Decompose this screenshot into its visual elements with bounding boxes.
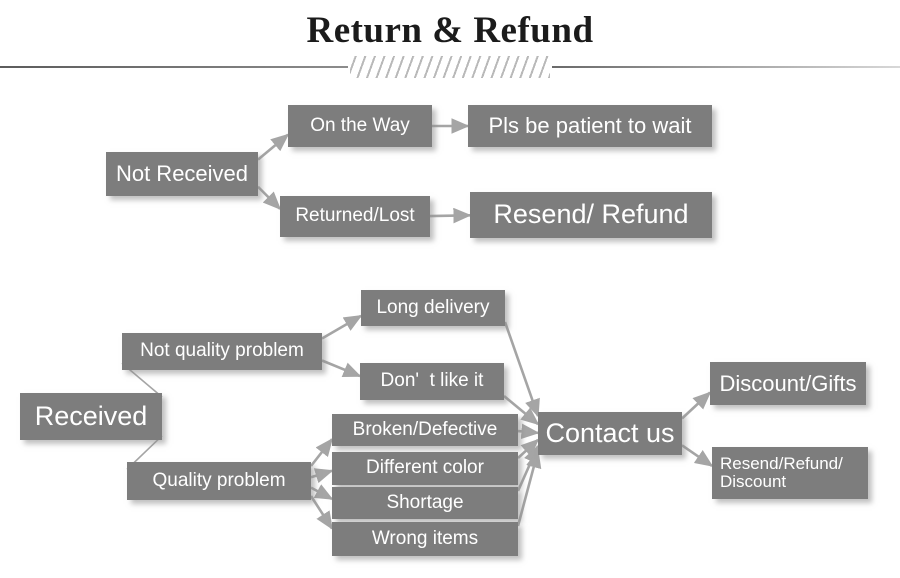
flow-edge-not-received-to-on-the-way	[257, 133, 290, 161]
flow-node-long-delivery[interactable]: Long delivery	[361, 290, 505, 326]
flow-edge-returned-lost-to-resend-refund	[429, 207, 472, 224]
flow-node-not-received[interactable]: Not Received	[106, 152, 258, 196]
flow-edge-long-delivery-to-contact-us	[503, 321, 540, 418]
divider-line-right	[552, 66, 900, 68]
flow-node-discount-gifts[interactable]: Discount/Gifts	[710, 362, 866, 405]
flow-node-dont-like-it[interactable]: Don' t like it	[360, 363, 504, 400]
flow-edge-quality-to-wrong-items	[309, 495, 334, 530]
flow-node-on-the-way[interactable]: On the Way	[288, 105, 432, 147]
hatched-divider-icon	[350, 56, 550, 78]
flowchart-canvas: Not Received On the Way Pls be patient to …	[0, 92, 900, 578]
flow-node-resend-refund-discount[interactable]: Resend/Refund/ Discount	[712, 447, 868, 499]
flow-edge-broken-defective-to-contact-us	[517, 423, 540, 440]
flow-node-received[interactable]: Received	[20, 393, 162, 440]
flow-node-returned-lost[interactable]: Returned/Lost	[280, 196, 430, 237]
flow-edge-contact-us-to-discount-gifts	[681, 391, 712, 420]
flow-edge-not-quality-to-long-delivery	[321, 314, 363, 340]
flow-node-resend-refund[interactable]: Resend/ Refund	[470, 192, 712, 238]
flow-node-contact-us[interactable]: Contact us	[538, 412, 682, 455]
flow-edge-not-received-to-returned-lost	[257, 185, 282, 210]
flow-edge-not-quality-to-dont-like-it	[321, 359, 362, 378]
divider-line-left	[0, 66, 348, 68]
page-header: Return & Refund	[0, 0, 900, 92]
flow-edge-quality-to-broken-defective	[309, 437, 334, 467]
flow-node-different-color[interactable]: Different color	[332, 452, 518, 485]
flow-edge-dont-like-it-to-contact-us	[503, 394, 540, 426]
flow-edge-quality-to-different-color	[310, 468, 334, 484]
flow-node-shortage[interactable]: Shortage	[332, 487, 518, 519]
flow-node-broken-defective[interactable]: Broken/Defective	[332, 414, 518, 446]
flow-node-pls-be-patient[interactable]: Pls be patient to wait	[468, 105, 712, 147]
flow-edge-wrong-items-to-contact-us	[516, 449, 542, 527]
flowchart-edges	[121, 118, 714, 530]
flow-node-wrong-items[interactable]: Wrong items	[332, 522, 518, 556]
page-title: Return & Refund	[306, 10, 594, 51]
flow-edge-quality-to-shortage	[310, 484, 334, 501]
flow-edge-contact-us-to-resend-refund-discount	[681, 444, 714, 467]
flow-node-quality[interactable]: Quality problem	[127, 462, 311, 500]
flow-node-not-quality[interactable]: Not quality problem	[122, 333, 322, 370]
